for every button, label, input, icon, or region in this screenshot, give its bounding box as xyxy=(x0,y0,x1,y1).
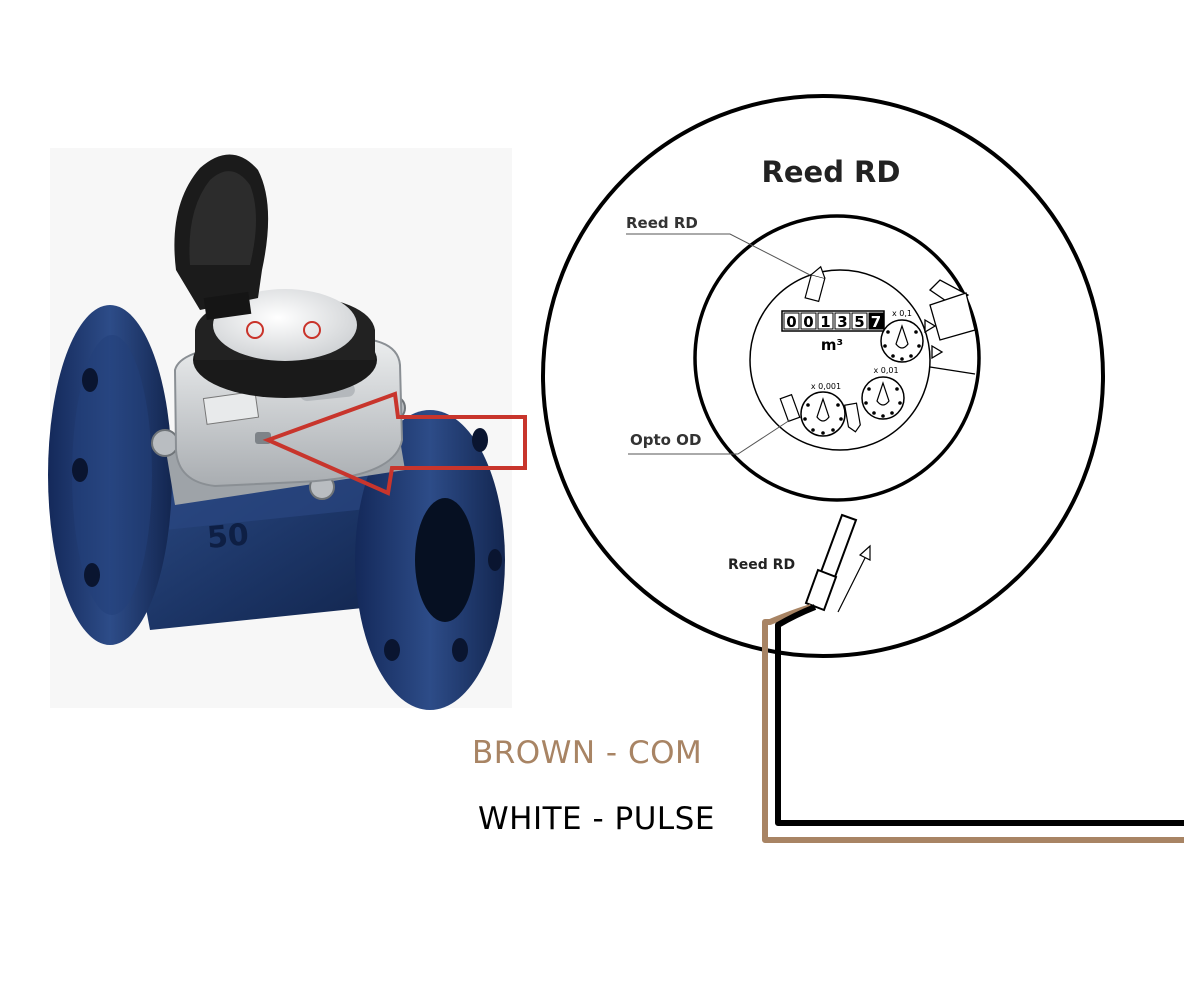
counter-unit: m³ xyxy=(821,336,843,354)
reed-sensor-pod-top xyxy=(804,265,826,303)
meter-outlet-bore xyxy=(415,498,475,622)
callout-line-reed-top xyxy=(626,233,811,276)
dial-x0001 xyxy=(800,391,846,437)
counter-digit: 3 xyxy=(837,313,847,331)
counter-digit: 0 xyxy=(803,313,813,331)
counter-digit: 5 xyxy=(854,313,864,331)
opto-sensor-pod xyxy=(779,393,801,423)
brown-com-label: BROWN - COM xyxy=(472,735,703,771)
water-meter-illustration: 50 xyxy=(48,148,512,710)
meter-body-embossed-number: 50 xyxy=(206,517,251,556)
probe-direction-arrow xyxy=(837,551,869,613)
counter-digit: 0 xyxy=(786,313,796,331)
dial-label: x 0,01 xyxy=(873,366,898,375)
white-pulse-label: WHITE - PULSE xyxy=(478,801,715,837)
dial-label: x 0,1 xyxy=(892,309,912,318)
counter-display: 0 0 1 3 5 7 xyxy=(781,310,885,332)
meter-nameplate xyxy=(202,390,260,425)
reed-sensor-probe xyxy=(804,513,871,613)
white-pulse-wire xyxy=(775,604,1184,826)
dial-x01 xyxy=(880,319,924,363)
dial-label: x 0,001 xyxy=(811,382,841,391)
callout-line-opto xyxy=(628,419,791,455)
counter-digit: 7 xyxy=(871,313,881,331)
red-pointer-arrow xyxy=(262,391,527,496)
register-bracket xyxy=(924,279,976,375)
register-schematic: Reed RD 0 0 1 3 5 7 m³ xyxy=(541,94,1105,658)
callout-reed-top: Reed RD xyxy=(626,214,698,232)
dial-x001 xyxy=(861,376,905,420)
callout-opto: Opto OD xyxy=(630,431,701,449)
reed-sensor-pod-right xyxy=(843,402,861,433)
circle-title: Reed RD xyxy=(762,155,901,189)
callout-reed-bottom: Reed RD xyxy=(728,557,795,573)
counter-digit: 1 xyxy=(820,313,830,331)
